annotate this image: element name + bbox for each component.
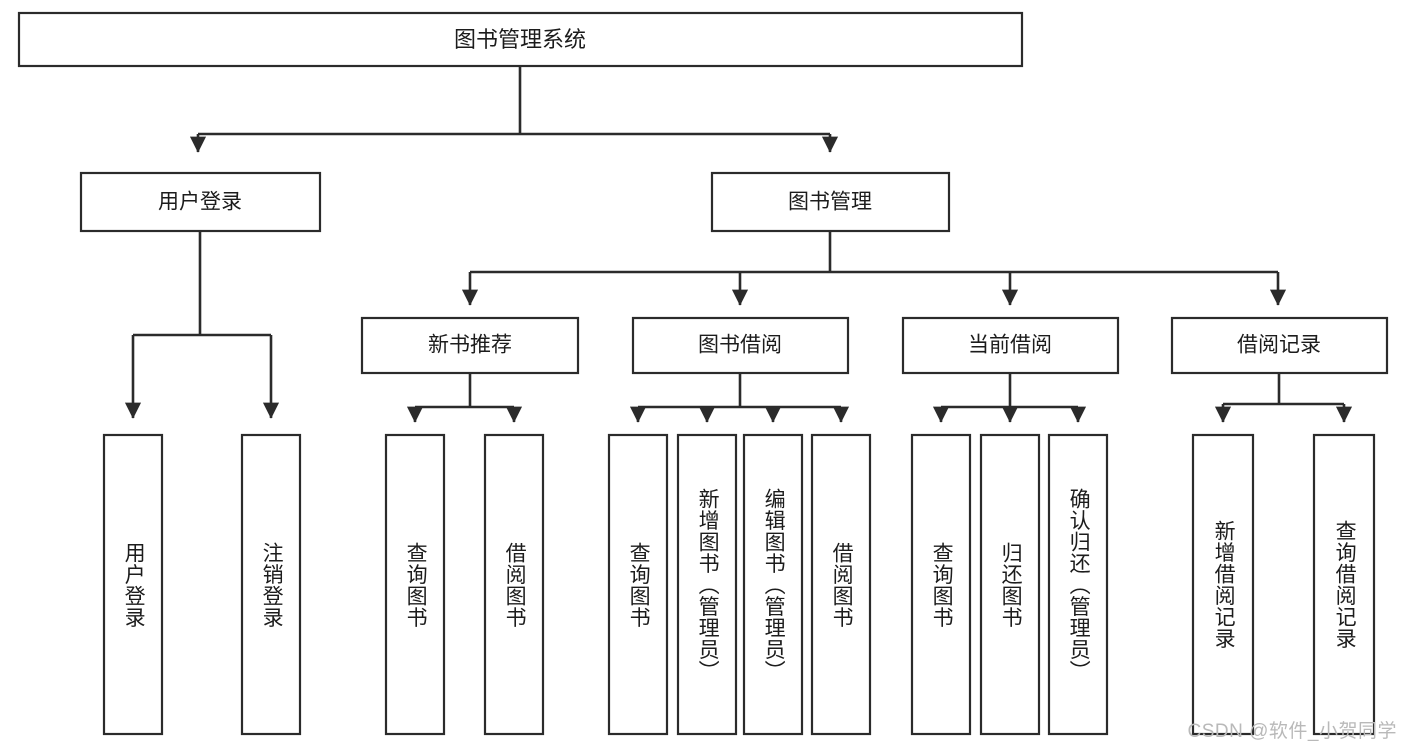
leaf-box-add-borrow-record[interactable] — [1191, 433, 1255, 736]
leaf-box-edit-book-admin[interactable] — [742, 433, 804, 736]
leaf-box-query-borrow-record[interactable] — [1312, 433, 1376, 736]
node-borrow-record-label: 借阅记录 — [1237, 334, 1321, 357]
node-current-borrow-box[interactable] — [901, 316, 1120, 375]
node-borrow-record-box[interactable] — [1170, 316, 1389, 375]
leaf-box-logout[interactable] — [240, 433, 302, 736]
leaf-box-borrow-book-bb[interactable] — [810, 433, 872, 736]
leaf-box-user-login[interactable] — [102, 433, 164, 736]
leaf-box-query-book-nb[interactable] — [384, 433, 446, 736]
node-book-management-label: 图书管理 — [788, 191, 872, 214]
node-new-book-recommend-box[interactable] — [360, 316, 580, 375]
node-root-label: 图书管理系统 — [454, 27, 586, 52]
leaf-box-add-book-admin[interactable] — [676, 433, 738, 736]
leaf-box-borrow-book-nb[interactable] — [483, 433, 545, 736]
node-current-borrow-label: 当前借阅 — [968, 334, 1052, 357]
leaf-box-return-book[interactable] — [979, 433, 1041, 736]
node-book-borrow-box[interactable] — [631, 316, 850, 375]
leaf-box-query-book-cb[interactable] — [910, 433, 972, 736]
node-book-borrow-label: 图书借阅 — [698, 334, 782, 357]
node-new-book-recommend-label: 新书推荐 — [428, 334, 512, 357]
node-book-management-box[interactable] — [710, 171, 951, 233]
watermark-label: CSDN @软件_小贺同学 — [1187, 721, 1397, 742]
node-root-box[interactable] — [17, 11, 1024, 68]
leaf-box-query-book-bb[interactable] — [607, 433, 669, 736]
leaf-box-confirm-return-admin[interactable] — [1047, 433, 1109, 736]
node-user-login-label: 用户登录 — [158, 191, 242, 214]
